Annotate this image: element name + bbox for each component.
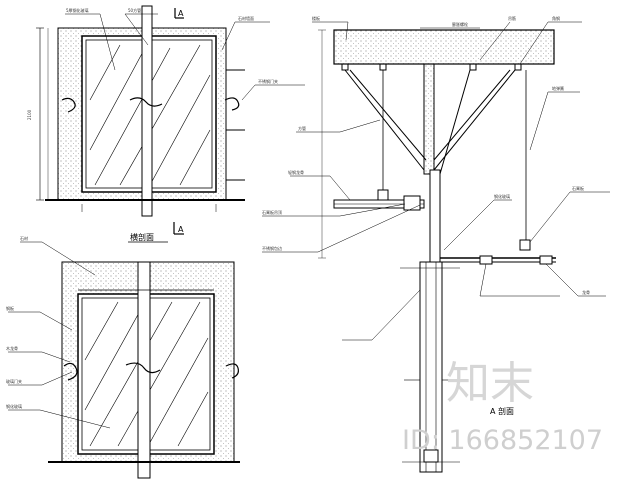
annot-section-1: 楼板 xyxy=(312,15,320,21)
annot-bottom-left-5: 钢化玻璃 xyxy=(6,403,22,409)
plan-title: 横剖面 xyxy=(130,232,154,242)
annot-section-12: 龙骨 xyxy=(582,289,590,295)
annot-section-11: 石膏板 xyxy=(572,185,584,191)
annot-section-10: 钢化玻璃 xyxy=(494,193,510,199)
annot-bottom-left-1: 石材 xyxy=(20,235,28,241)
annot-section-8: 不锈钢包边 xyxy=(262,245,282,251)
annot-top-left-1: 5厚钢化玻璃 xyxy=(66,7,89,13)
annot-bottom-left-4: 玻璃门夹 xyxy=(6,378,22,384)
annot-bottom-left-3: 木龙骨 xyxy=(6,345,18,351)
annot-section-3: 吊筋 xyxy=(508,15,516,21)
annot-top-left-3: 石材墙面 xyxy=(238,15,254,21)
section-mark-top: A xyxy=(178,9,184,18)
annot-section-4: 角钢 xyxy=(552,15,560,21)
annot-section-2: 膨胀螺栓 xyxy=(452,21,468,27)
annot-section-6: 轻钢龙骨 xyxy=(288,169,304,175)
annot-top-left-side: 2100 xyxy=(27,109,32,120)
annot-bottom-left-2: 钢板 xyxy=(6,305,14,311)
annot-section-5: 方管 xyxy=(298,125,306,131)
annot-section-9: 地弹簧 xyxy=(552,85,564,91)
bottom-caption: A 剖面 xyxy=(490,406,514,416)
elevation-top-left xyxy=(36,5,305,217)
watermark-id: ID: 166852107 xyxy=(402,425,603,456)
annot-top-left-4: 不锈钢门夹 xyxy=(258,78,278,84)
annot-top-left-2: 50方管 xyxy=(128,7,141,13)
annot-section-7: 石膏板吊顶 xyxy=(262,209,282,215)
section-right xyxy=(262,21,610,473)
watermark-brand: 知末 xyxy=(446,358,534,409)
plan-bottom-left xyxy=(8,222,240,479)
section-mark-bottom: A xyxy=(178,225,184,234)
